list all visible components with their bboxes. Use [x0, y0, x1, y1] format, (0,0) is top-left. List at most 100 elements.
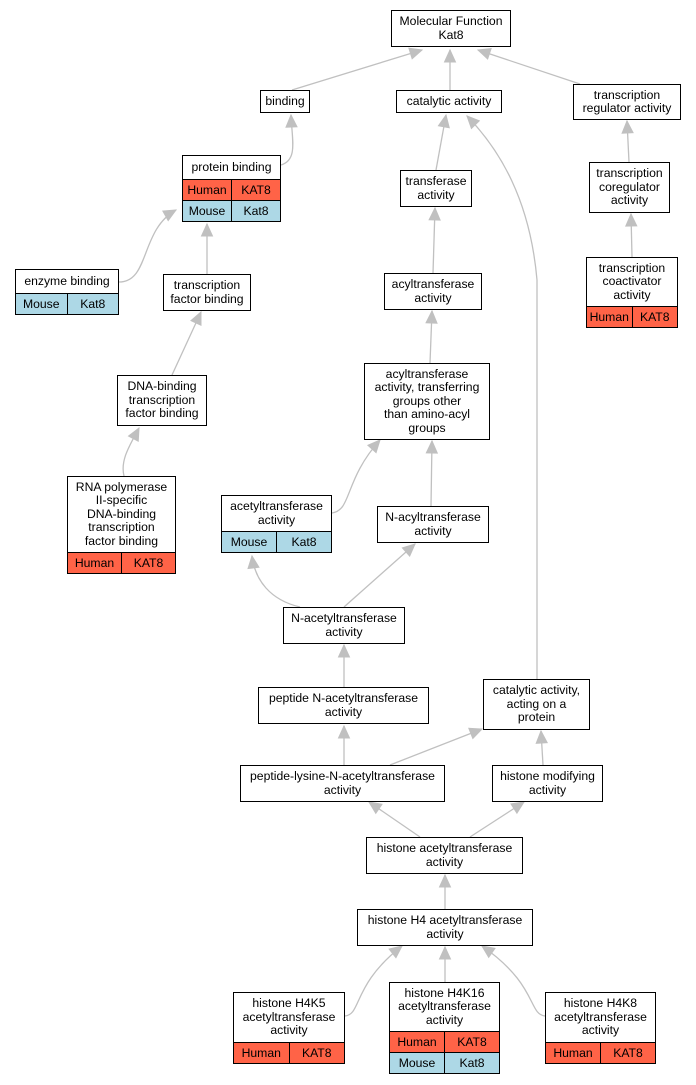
arrowhead-binding-to-mf — [408, 47, 424, 60]
node-transcription-coactivator-activity[interactable]: transcription coactivator activity Human… — [586, 257, 678, 328]
edge-enzbind-to-protbind — [118, 209, 177, 283]
species-cell: Human — [553, 1046, 593, 1060]
human-row: Human KAT8 — [390, 1031, 499, 1052]
node-label: histone H4K8 acetyltransferase activity — [554, 996, 647, 1038]
node-molecular-function[interactable]: Molecular Function Kat8 — [391, 10, 511, 47]
node-label: DNA-binding transcription factor binding — [125, 379, 199, 421]
species-cell: Human — [187, 183, 227, 197]
node-dna-binding-tf-binding[interactable]: DNA-binding transcription factor binding — [117, 375, 207, 426]
node-acyltransferase-activity[interactable]: acyltransferase activity — [384, 273, 482, 310]
node-transcription-coregulator-activity[interactable]: transcription coregulator activity — [589, 162, 670, 213]
human-row: Human KAT8 — [68, 552, 175, 573]
node-histone-h4-acetyltransferase-activity[interactable]: histone H4 acetyltransferase activity — [357, 909, 533, 946]
species-cell: Mouse — [188, 204, 226, 218]
node-label: histone H4 acetyltransferase activity — [367, 913, 523, 941]
node-enzyme-binding[interactable]: enzyme binding Mouse Kat8 — [15, 269, 119, 315]
edge-trreg-to-mf — [477, 49, 581, 85]
arrowhead-nacetyl-to-nacyl — [401, 543, 416, 557]
node-peptide-n-acetyltransferase-activity[interactable]: peptide N-acetyltransferase activity — [258, 687, 429, 724]
node-n-acyltransferase-activity[interactable]: N-acyltransferase activity — [377, 506, 489, 543]
gene-cell: KAT8 — [231, 180, 280, 200]
edge-h4k5-to-h4acet — [344, 945, 403, 1017]
arrowhead-dnabind-to-tfbind — [190, 310, 202, 326]
node-histone-h4k5-acetyltransferase-activity[interactable]: histone H4K5 acetyltransferase activity … — [233, 992, 345, 1064]
arrowhead-coreg-to-trreg — [621, 119, 634, 134]
arrowhead-peptideN-to-nacetyl — [337, 643, 351, 658]
arrowhead-rnapol-to-dnabind — [127, 426, 140, 442]
node-transcription-regulator-activity[interactable]: transcription regulator activity — [573, 84, 681, 120]
arrowhead-acetyl-to-acylother — [366, 439, 381, 454]
species-cell: Human — [397, 1035, 437, 1049]
arrowhead-catalytic-to-mf — [443, 48, 457, 63]
node-label: transcription coactivator activity — [598, 260, 666, 302]
edge-peplys-to-catprot — [389, 728, 483, 766]
node-histone-h4k16-acetyltransferase-activity[interactable]: histone H4K16 acetyltransferase activity… — [389, 982, 500, 1074]
human-row: Human KAT8 — [234, 1042, 344, 1063]
gene-cell: KAT8 — [600, 1043, 655, 1063]
node-label: histone H4K16 acetyltransferase activity — [398, 985, 491, 1027]
species-cell: Human — [241, 1046, 281, 1060]
node-catalytic-activity-on-protein[interactable]: catalytic activity, acting on a protein — [483, 679, 590, 730]
node-label: transcription factor binding — [170, 278, 244, 306]
node-label: N-acyltransferase activity — [385, 510, 481, 538]
human-row: Human KAT8 — [587, 306, 677, 327]
node-n-acetyltransferase-activity[interactable]: N-acetyltransferase activity — [283, 607, 405, 644]
node-peptide-lysine-n-acetyltransferase-activity[interactable]: peptide-lysine-N-acetyltransferase activ… — [240, 765, 445, 802]
species-cell: Mouse — [230, 535, 268, 549]
human-row: Human KAT8 — [546, 1042, 655, 1063]
arrowhead-histacet-to-histmod — [510, 801, 526, 815]
mouse-row: Mouse Kat8 — [390, 1052, 499, 1073]
arrowhead-coact-to-coreg — [625, 212, 638, 227]
edge-nacetyl-to-acetyl — [251, 555, 301, 608]
arrowhead-peplys-to-catprot — [468, 727, 484, 740]
node-label: histone acetyltransferase activity — [376, 841, 513, 869]
node-label: acetyltransferase activity — [230, 499, 323, 527]
gene-cell: KAT8 — [444, 1032, 499, 1052]
node-label: RNA polymerase II-specific DNA-binding t… — [75, 479, 168, 548]
node-label: protein binding — [191, 159, 272, 174]
node-acetyltransferase-activity[interactable]: acetyltransferase activity Mouse Kat8 — [221, 495, 332, 553]
species-cell: Human — [589, 310, 629, 324]
mouse-row: Mouse Kat8 — [16, 293, 118, 314]
arrowhead-h4acet-to-histacet — [438, 873, 452, 888]
arrowhead-histacet-to-peplys — [368, 801, 383, 815]
arrowhead-nacyl-to-acylother — [425, 439, 439, 454]
gene-cell: KAT8 — [288, 1043, 345, 1063]
node-catalytic-activity[interactable]: catalytic activity — [396, 90, 502, 113]
node-transcription-factor-binding[interactable]: transcription factor binding — [163, 274, 251, 311]
node-label: catalytic activity — [406, 93, 492, 108]
arrowhead-protbind-to-binding — [285, 113, 298, 128]
arrowhead-h4k5-to-h4acet — [388, 945, 403, 959]
arrowhead-h4k16-to-h4acet — [438, 945, 452, 960]
gene-cell: Kat8 — [231, 201, 280, 221]
arrowhead-enzbind-to-protbind — [162, 209, 178, 222]
arrowhead-h4k8-to-h4acet — [481, 945, 496, 959]
node-label: histone modifying activity — [500, 769, 595, 797]
arrowhead-peplys-to-peptideN — [337, 724, 351, 739]
node-histone-h4k8-acetyltransferase-activity[interactable]: histone H4K8 acetyltransferase activity … — [545, 992, 656, 1064]
edge-h4k8-to-h4acet — [481, 945, 546, 1017]
node-label: Molecular Function Kat8 — [399, 14, 503, 42]
node-label: enzyme binding — [24, 273, 110, 288]
node-protein-binding[interactable]: protein binding Human KAT8 Mouse Kat8 — [182, 155, 281, 222]
arrowhead-catprot-to-catalytic — [466, 115, 481, 130]
node-label: acyltransferase activity — [391, 277, 475, 305]
arrowhead-tfbind-to-protbind — [200, 222, 214, 237]
node-rna-polymerase-ii-tf-binding[interactable]: RNA polymerase II-specific DNA-binding t… — [67, 476, 176, 574]
node-histone-modifying-activity[interactable]: histone modifying activity — [492, 765, 603, 802]
gene-cell: KAT8 — [631, 307, 678, 327]
mouse-row: Mouse Kat8 — [183, 200, 280, 221]
node-label: binding — [265, 93, 305, 108]
edge-binding-to-mf — [291, 49, 423, 91]
gene-cell: Kat8 — [276, 532, 331, 552]
arrowhead-trreg-to-mf — [476, 47, 492, 60]
node-binding[interactable]: binding — [260, 90, 310, 113]
gene-cell: Kat8 — [66, 294, 119, 314]
node-transferase-activity[interactable]: transferase activity — [400, 170, 472, 207]
node-acyltransferase-other-groups[interactable]: acyltransferase activity, transferring g… — [364, 363, 490, 440]
node-label: N-acetyltransferase activity — [291, 611, 397, 639]
species-cell: Human — [74, 556, 115, 570]
node-label: peptide-lysine-N-acetyltransferase activ… — [250, 769, 435, 797]
node-histone-acetyltransferase-activity[interactable]: histone acetyltransferase activity — [366, 837, 523, 874]
